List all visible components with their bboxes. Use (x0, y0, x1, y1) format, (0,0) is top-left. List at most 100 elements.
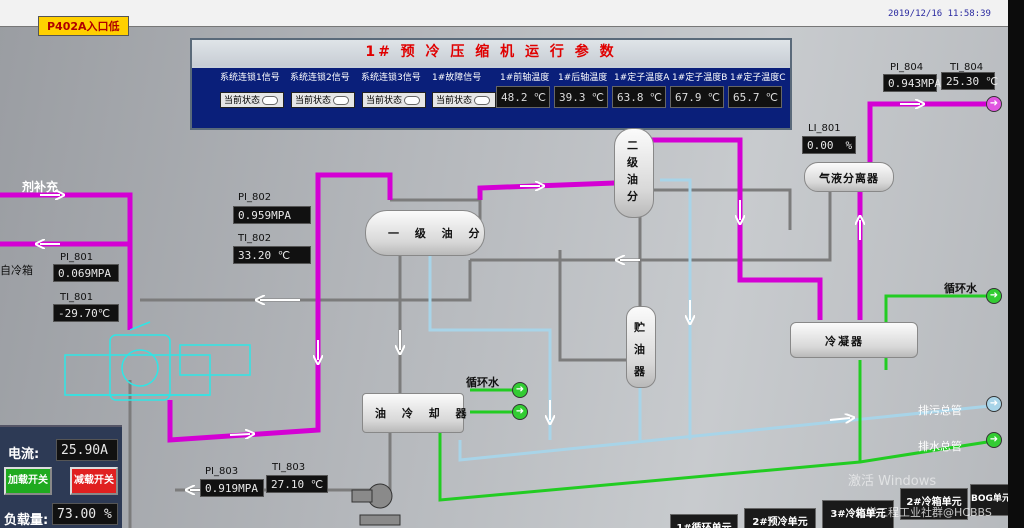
circ-water-inlet-icon[interactable]: ➜ (986, 288, 1002, 304)
signal-state-1[interactable]: 当前状态 (220, 92, 284, 108)
status-lamp-icon (333, 96, 350, 105)
pi802-display[interactable]: 0.959MPA (233, 206, 311, 224)
temp-unit: ℃ (591, 91, 604, 104)
temp-label-rear: 1#后轴温度 (558, 73, 608, 83)
ti803-display[interactable]: 27.10 ℃ (266, 475, 328, 493)
ti802-label: TI_802 (238, 233, 272, 244)
pipe-magenta-sep2-out (650, 137, 823, 320)
circ-water-label-1: 循环水 (466, 376, 499, 389)
alarm-tag[interactable]: P402A入口低 (38, 16, 129, 36)
signal-state-text: 当前状态 (366, 96, 403, 106)
pi804-label: PI_804 (890, 62, 924, 73)
vessel-label: 一 级 油 分 (388, 227, 486, 240)
top-bar: P402A入口低 2019/12/16 11:58:39 (0, 0, 1010, 36)
unit-button-5[interactable]: BOG单元 (970, 484, 1011, 516)
signal-state-4[interactable]: 当前状态 (432, 92, 496, 108)
unit-button-4[interactable]: 2#冷箱单元 (900, 488, 968, 520)
sewage-outlet-icon[interactable]: ➜ (986, 396, 1002, 412)
pipe-magenta-discharge (167, 172, 393, 443)
unit-button-3[interactable]: 3#冷箱单元 (822, 500, 894, 528)
temp-label-stator-c: 1#定子温度C (730, 73, 786, 83)
status-lamp-icon (262, 96, 279, 105)
condenser[interactable]: 冷凝器 (790, 322, 918, 358)
outlet-arrow-icon[interactable]: ➜ (986, 96, 1002, 112)
signal-state-text: 当前状态 (295, 96, 332, 106)
pipe-magenta-sep1-sep2 (477, 180, 616, 200)
pump-drawing (351, 483, 401, 526)
ti801-label: TI_801 (60, 292, 94, 303)
secondary-oil-separator[interactable]: 二级油分 (614, 128, 654, 218)
drain-outlet-icon[interactable]: ➜ (986, 432, 1002, 448)
temp-display-rear: 39.3 ℃ (554, 86, 608, 108)
sewage-main-label: 排污总管 (918, 404, 962, 417)
pipe-magenta-gl (857, 101, 1000, 320)
li801-label: LI_801 (808, 123, 841, 134)
signal-state-text: 当前状态 (436, 96, 473, 106)
signal-label-3: 系统连锁3信号 (361, 73, 421, 83)
drain-main-label: 排水总管 (918, 440, 962, 453)
ti804-display[interactable]: 25.30 ℃ (941, 72, 998, 90)
li801-display[interactable]: 0.00% (802, 136, 856, 154)
load-qty-display: 73.00 % (52, 503, 118, 525)
pipe-green-drain (438, 430, 1001, 502)
pipe-grey-return (470, 170, 832, 262)
unload-switch-button[interactable]: 减载开关 (70, 467, 118, 495)
pi801-display[interactable]: 0.069MPA (53, 264, 119, 282)
oil-storage-tank[interactable]: 贮油器 (626, 306, 656, 388)
current-display: 25.90A (56, 439, 118, 461)
status-lamp-icon (474, 96, 491, 105)
activate-windows-text: 激活 Windows (848, 474, 937, 489)
gas-liquid-separator[interactable]: 气液分离器 (804, 162, 894, 192)
temp-unit: ℃ (765, 91, 778, 104)
temp-value: 63.8 (617, 91, 644, 104)
circ-water-label-2: 循环水 (944, 282, 977, 295)
signal-state-2[interactable]: 当前状态 (291, 92, 355, 108)
ti801-display[interactable]: -29.70℃ (53, 304, 119, 322)
oil-cooler[interactable]: 油 冷 却 器 (362, 393, 467, 433)
pi802-label: PI_802 (238, 192, 272, 203)
signal-label-1: 系统连锁1信号 (220, 73, 280, 83)
pi804-display[interactable]: 0.943MPA (883, 74, 941, 92)
cooler-water-out-icon[interactable]: ➜ (512, 404, 528, 420)
signal-state-3[interactable]: 当前状态 (362, 92, 426, 108)
temp-value: 65.7 (733, 91, 760, 104)
panel-title: 1# 预 冷 压 缩 机 运 行 参 数 (192, 40, 790, 66)
pipe-blue-oil-1 (428, 250, 552, 440)
compressor-drawing (64, 321, 251, 401)
panel-body: 系统连锁1信号 系统连锁2信号 系统连锁3信号 1#故障信号 当前状态 当前状态… (192, 68, 790, 128)
compressor-parameter-panel: 1# 预 冷 压 缩 机 运 行 参 数 系统连锁1信号 系统连锁2信号 系统连… (190, 38, 792, 130)
li801-value: 0.00 (807, 139, 834, 152)
pipe-grey-sep2-right (650, 188, 792, 230)
arrow-8 (229, 434, 250, 435)
vessel-label: 二级油分 (627, 139, 638, 203)
temp-display-stator-a: 63.8 ℃ (612, 86, 666, 108)
primary-oil-separator[interactable]: 一 级 油 分 (365, 210, 485, 256)
load-qty-label: 负载量: (4, 513, 49, 528)
vessel-label: 冷凝器 (825, 335, 864, 348)
temp-value: 39.3 (559, 91, 586, 104)
temp-unit: ℃ (649, 91, 662, 104)
unit-button-1[interactable]: 1#循环单元 (670, 514, 738, 528)
temp-label-stator-b: 1#定子温度B (672, 73, 728, 83)
pi801-label: PI_801 (60, 252, 94, 263)
temp-unit: ℃ (533, 91, 546, 104)
temp-label-front: 1#前轴温度 (500, 73, 550, 83)
refill-label: 剂补充 (22, 180, 59, 194)
system-clock: 2019/12/16 11:58:39 (888, 9, 991, 19)
arrow-13 (829, 418, 850, 420)
temp-value: 48.2 (501, 91, 528, 104)
temp-display-stator-c: 65.7 ℃ (728, 86, 782, 108)
ti802-display[interactable]: 33.20 ℃ (233, 246, 311, 264)
vessel-label: 油 冷 却 器 (375, 407, 473, 420)
pipe-grey-oil-return (140, 260, 472, 302)
li801-unit: % (845, 139, 853, 152)
temp-label-stator-a: 1#定子温度A (614, 73, 670, 83)
signal-label-4: 1#故障信号 (432, 73, 482, 83)
unit-button-2[interactable]: 2#预冷单元 (744, 508, 816, 528)
pi803-display[interactable]: 0.919MPA (200, 479, 264, 497)
temp-value: 67.9 (675, 91, 702, 104)
load-switch-button[interactable]: 加载开关 (4, 467, 52, 495)
cooler-water-in-icon[interactable]: ➜ (512, 382, 528, 398)
vessel-label: 贮油器 (634, 321, 645, 378)
